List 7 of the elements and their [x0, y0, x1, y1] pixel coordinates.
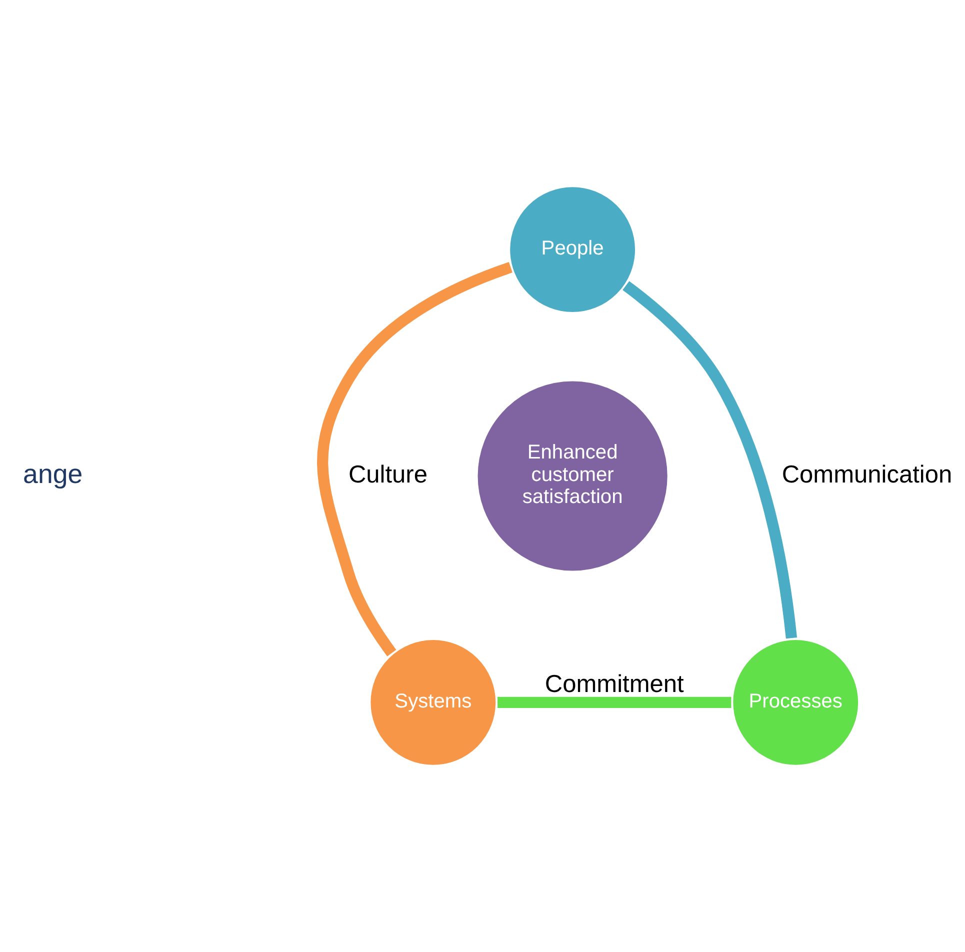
edge-label: Culture	[348, 461, 428, 488]
connector	[498, 696, 732, 708]
label: ange	[23, 458, 83, 489]
connector	[622, 281, 798, 639]
edge-label: Commitment	[544, 670, 684, 698]
edge-label: Communication	[782, 461, 952, 488]
connector	[317, 262, 512, 656]
